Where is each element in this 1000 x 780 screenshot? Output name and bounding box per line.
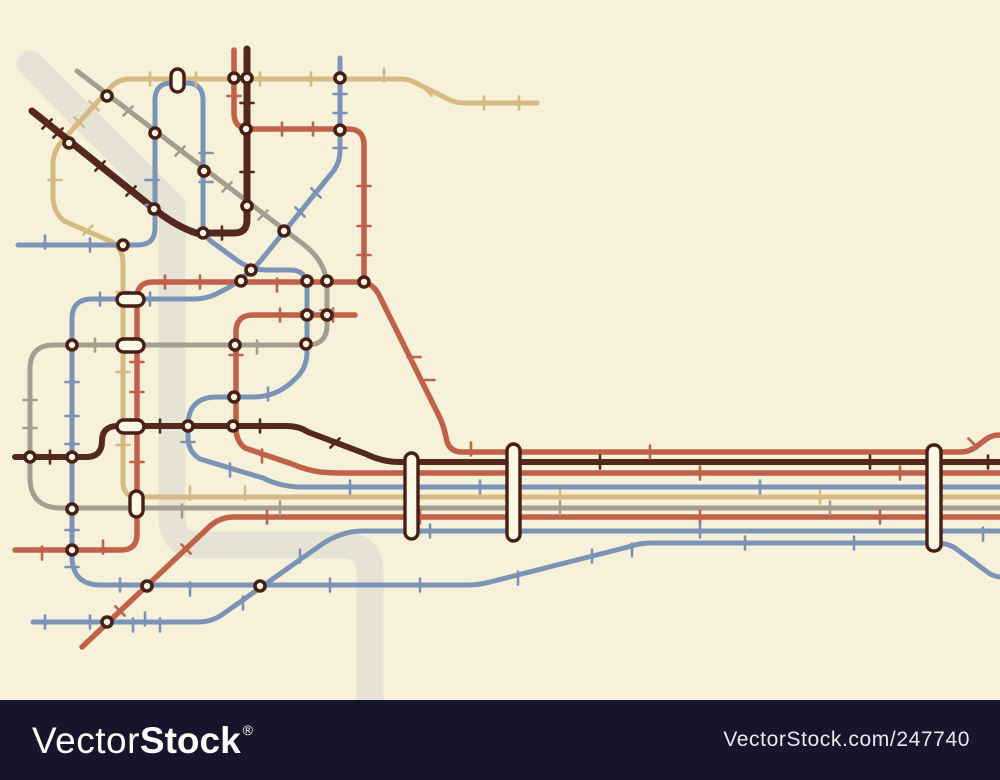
interchange-capsule <box>169 67 186 94</box>
station-circles <box>23 71 371 629</box>
station-circle <box>320 308 334 322</box>
station-circle <box>65 338 79 352</box>
interchange-capsule <box>403 451 420 541</box>
station-tick <box>88 100 100 112</box>
station-tick <box>125 185 137 197</box>
station-tick <box>329 437 341 449</box>
station-tick <box>310 187 322 199</box>
station-tick <box>180 543 192 555</box>
red-diagonal-line <box>79 514 1000 650</box>
station-circle <box>300 274 314 288</box>
gray-line <box>27 68 1000 511</box>
station-circle <box>239 122 253 136</box>
station-tick <box>122 105 134 117</box>
station-tick <box>294 206 306 218</box>
station-circle <box>299 337 313 351</box>
station-tick <box>967 437 979 449</box>
station-circle <box>234 274 248 288</box>
watermark-url: VectorStock.com/247740 <box>723 728 970 751</box>
station-circle <box>333 123 347 137</box>
metro-map-illustration <box>12 45 1000 700</box>
station-circle <box>300 308 314 322</box>
station-tick <box>114 605 126 617</box>
station-tick <box>257 209 269 221</box>
station-circle <box>100 89 114 103</box>
station-circle <box>357 275 371 289</box>
logo-stock-text: Stock <box>139 719 241 761</box>
station-tick <box>174 145 186 157</box>
station-circle <box>333 71 347 85</box>
interchange-capsule <box>115 418 146 435</box>
interchange-capsule <box>115 291 146 308</box>
maroon-mid-line <box>12 423 1000 465</box>
orange-main-line <box>231 47 367 285</box>
station-circle <box>116 238 130 252</box>
blue-hairpin-line <box>15 80 1000 490</box>
station-circle <box>197 164 211 178</box>
station-tick <box>94 160 106 172</box>
station-circle <box>65 502 79 516</box>
station-tick <box>52 127 64 139</box>
station-circle <box>240 199 254 213</box>
interchange-capsule <box>115 337 146 354</box>
red-stub-line <box>233 312 1000 476</box>
station-circle <box>253 579 267 593</box>
station-tick <box>41 118 53 130</box>
station-circle <box>181 419 195 433</box>
station-tick <box>82 224 94 236</box>
station-circle <box>147 202 161 216</box>
station-circle <box>65 450 79 464</box>
station-circle <box>100 615 114 629</box>
station-circle <box>244 263 258 277</box>
station-tick <box>972 558 984 570</box>
registered-mark-icon: ® <box>242 721 253 738</box>
station-circle <box>227 71 241 85</box>
interchange-capsule <box>128 489 145 519</box>
station-circle <box>228 338 242 352</box>
station-circle <box>148 126 162 140</box>
orange-west-branch <box>12 279 367 553</box>
interchange-capsule <box>925 443 943 553</box>
station-circle <box>65 543 79 557</box>
maroon-main-line <box>28 45 251 237</box>
station-circle <box>227 390 241 404</box>
interchange-capsules <box>115 67 943 553</box>
station-ticks <box>22 67 990 633</box>
blue-south-line <box>30 528 1000 625</box>
metro-map-svg <box>12 45 1000 700</box>
interchange-capsule <box>505 442 522 543</box>
station-circle <box>320 274 334 288</box>
tan-line <box>50 76 1000 500</box>
station-tick <box>221 181 233 193</box>
logo-vector-text: Vector <box>32 719 140 761</box>
station-tick <box>421 85 433 97</box>
station-circle <box>196 226 210 240</box>
watermark-bar: VectorStock® VectorStock.com/247740 <box>0 700 1000 780</box>
station-circle <box>226 419 240 433</box>
station-circle <box>240 71 254 85</box>
station-circle <box>23 450 37 464</box>
station-tick <box>73 116 85 128</box>
diagonal-corner-band <box>16 50 384 700</box>
vectorstock-logo: VectorStock® <box>32 722 253 759</box>
station-circle <box>277 224 291 238</box>
station-circle <box>62 136 76 150</box>
station-circle <box>140 579 154 593</box>
orange-bundle-branch <box>361 279 1000 455</box>
